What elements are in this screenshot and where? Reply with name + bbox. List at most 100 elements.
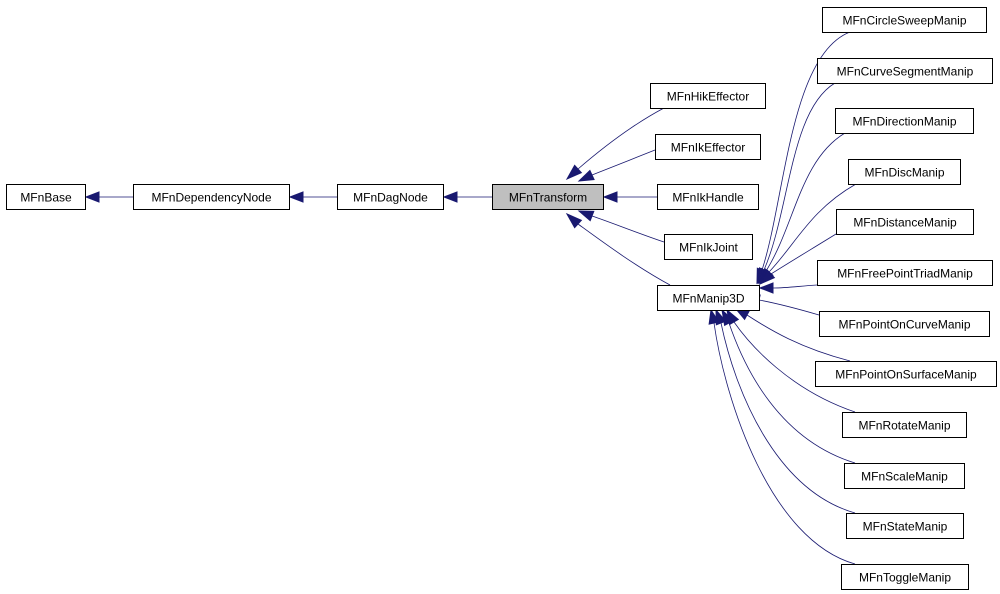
- edge-line: [746, 314, 851, 362]
- node-label: MFnPointOnSurfaceManip: [835, 368, 977, 382]
- node-box[interactable]: [848, 159, 961, 185]
- node-m-fn-ik-effector[interactable]: MFnIkEffector: [655, 134, 761, 160]
- node-m-fn-rotate-manip[interactable]: MFnRotateManip: [842, 412, 967, 438]
- node-m-fn-free-point-triad-manip[interactable]: MFnFreePointTriadManip: [817, 260, 993, 286]
- node-label: MFnPointOnCurveManip: [838, 318, 970, 332]
- arrowhead-icon: [708, 308, 720, 325]
- arrowhead-icon: [758, 282, 774, 294]
- node-m-fn-transform[interactable]: MFnTransform: [492, 184, 604, 210]
- node-label: MFnHikEffector: [667, 90, 749, 104]
- node-m-fn-dependency-node[interactable]: MFnDependencyNode: [133, 184, 290, 210]
- edge-line: [765, 132, 846, 272]
- node-m-fn-hik-effector[interactable]: MFnHikEffector: [650, 83, 766, 109]
- edge-line: [763, 82, 836, 271]
- node-label: MFnCurveSegmentManip: [837, 65, 974, 79]
- node-label: MFnIkHandle: [672, 191, 744, 205]
- edge-line: [772, 284, 818, 289]
- node-label: MFnManip3D: [672, 292, 744, 306]
- edge-m-fn-free-point-triad-manip-to-m-fn-manip3-d: [758, 282, 818, 294]
- edge-line: [758, 299, 820, 316]
- node-label: MFnRotateManip: [858, 419, 950, 433]
- node-box[interactable]: [815, 361, 997, 387]
- arrowhead-icon: [602, 191, 618, 203]
- node-m-fn-curve-segment-manip[interactable]: MFnCurveSegmentManip: [817, 58, 993, 84]
- edge-line: [728, 322, 856, 464]
- edge-m-fn-toggle-manip-to-m-fn-manip3-d: [708, 308, 856, 565]
- node-box[interactable]: [817, 58, 993, 84]
- node-box[interactable]: [657, 285, 760, 311]
- node-box[interactable]: [841, 564, 969, 590]
- edge-m-fn-manip3-d-to-m-fn-transform: [565, 212, 671, 286]
- node-label: MFnIkEffector: [671, 141, 745, 155]
- node-label: MFnCircleSweepManip: [842, 14, 966, 28]
- node-box[interactable]: [819, 311, 990, 337]
- node-label: MFnDagNode: [353, 191, 428, 205]
- edge-m-fn-ik-handle-to-m-fn-transform: [602, 191, 657, 203]
- arrowhead-icon: [565, 164, 583, 181]
- edge-m-fn-ik-effector-to-m-fn-transform: [577, 149, 656, 182]
- arrowhead-icon: [565, 212, 583, 229]
- node-label: MFnIkJoint: [679, 241, 738, 255]
- node-m-fn-manip3-d[interactable]: MFnManip3D: [657, 285, 760, 311]
- edge-m-fn-dag-node-to-m-fn-dependency-node: [288, 191, 337, 203]
- node-box[interactable]: [650, 83, 766, 109]
- edge-line: [720, 322, 856, 514]
- node-box[interactable]: [492, 184, 604, 210]
- node-m-fn-circle-sweep-manip[interactable]: MFnCircleSweepManip: [822, 7, 987, 33]
- node-m-fn-disc-manip[interactable]: MFnDiscManip: [848, 159, 961, 185]
- edge-line: [770, 233, 837, 275]
- node-m-fn-point-on-curve-manip[interactable]: MFnPointOnCurveManip: [819, 311, 990, 337]
- node-m-fn-point-on-surface-manip[interactable]: MFnPointOnSurfaceManip: [815, 361, 997, 387]
- edge-line: [591, 215, 665, 243]
- node-box[interactable]: [836, 209, 974, 235]
- edge-m-fn-hik-effector-to-m-fn-transform: [565, 107, 665, 181]
- edge-m-fn-state-manip-to-m-fn-manip3-d: [715, 308, 856, 514]
- edge-line: [768, 183, 857, 273]
- arrowhead-icon: [442, 191, 458, 203]
- edge-line: [577, 223, 671, 286]
- edge-line: [577, 107, 665, 170]
- node-box[interactable]: [6, 184, 86, 210]
- edges-layer: [84, 31, 857, 565]
- arrowhead-icon: [84, 191, 100, 203]
- node-box[interactable]: [655, 134, 761, 160]
- node-box[interactable]: [835, 108, 974, 134]
- node-label: MFnFreePointTriadManip: [837, 267, 973, 281]
- node-m-fn-ik-joint[interactable]: MFnIkJoint: [664, 234, 753, 260]
- arrowhead-icon: [577, 210, 595, 222]
- node-m-fn-ik-handle[interactable]: MFnIkHandle: [657, 184, 759, 210]
- node-box[interactable]: [657, 184, 759, 210]
- edge-m-fn-distance-manip-to-m-fn-manip3-d: [758, 233, 837, 286]
- node-label: MFnBase: [20, 191, 72, 205]
- node-m-fn-dag-node[interactable]: MFnDagNode: [337, 184, 444, 210]
- edge-m-fn-dependency-node-to-m-fn-base: [84, 191, 133, 203]
- node-box[interactable]: [664, 234, 753, 260]
- arrowhead-icon: [577, 169, 595, 182]
- node-label: MFnTransform: [509, 191, 587, 205]
- node-m-fn-base[interactable]: MFnBase: [6, 184, 86, 210]
- edge-line: [591, 149, 656, 176]
- node-label: MFnToggleManip: [859, 571, 951, 585]
- node-label: MFnDiscManip: [864, 166, 944, 180]
- node-m-fn-distance-manip[interactable]: MFnDistanceManip: [836, 209, 974, 235]
- edge-m-fn-ik-joint-to-m-fn-transform: [577, 210, 665, 243]
- node-label: MFnDependencyNode: [151, 191, 271, 205]
- node-box[interactable]: [133, 184, 290, 210]
- node-m-fn-state-manip[interactable]: MFnStateManip: [846, 513, 964, 539]
- node-box[interactable]: [822, 7, 987, 33]
- node-m-fn-direction-manip[interactable]: MFnDirectionManip: [835, 108, 974, 134]
- node-box[interactable]: [844, 463, 965, 489]
- nodes-layer: MFnBase MFnDependencyNode MFnDagNode MFnTra…: [6, 7, 997, 590]
- arrowhead-icon: [288, 191, 304, 203]
- node-box[interactable]: [337, 184, 444, 210]
- edge-m-fn-curve-segment-manip-to-m-fn-manip3-d: [757, 82, 836, 285]
- node-m-fn-toggle-manip[interactable]: MFnToggleManip: [841, 564, 969, 590]
- node-box[interactable]: [846, 513, 964, 539]
- node-m-fn-scale-manip[interactable]: MFnScaleManip: [844, 463, 965, 489]
- node-box[interactable]: [842, 412, 967, 438]
- arrowhead-icon: [758, 269, 776, 286]
- node-box[interactable]: [817, 260, 993, 286]
- node-label: MFnDirectionManip: [852, 115, 956, 129]
- edge-line: [761, 31, 851, 271]
